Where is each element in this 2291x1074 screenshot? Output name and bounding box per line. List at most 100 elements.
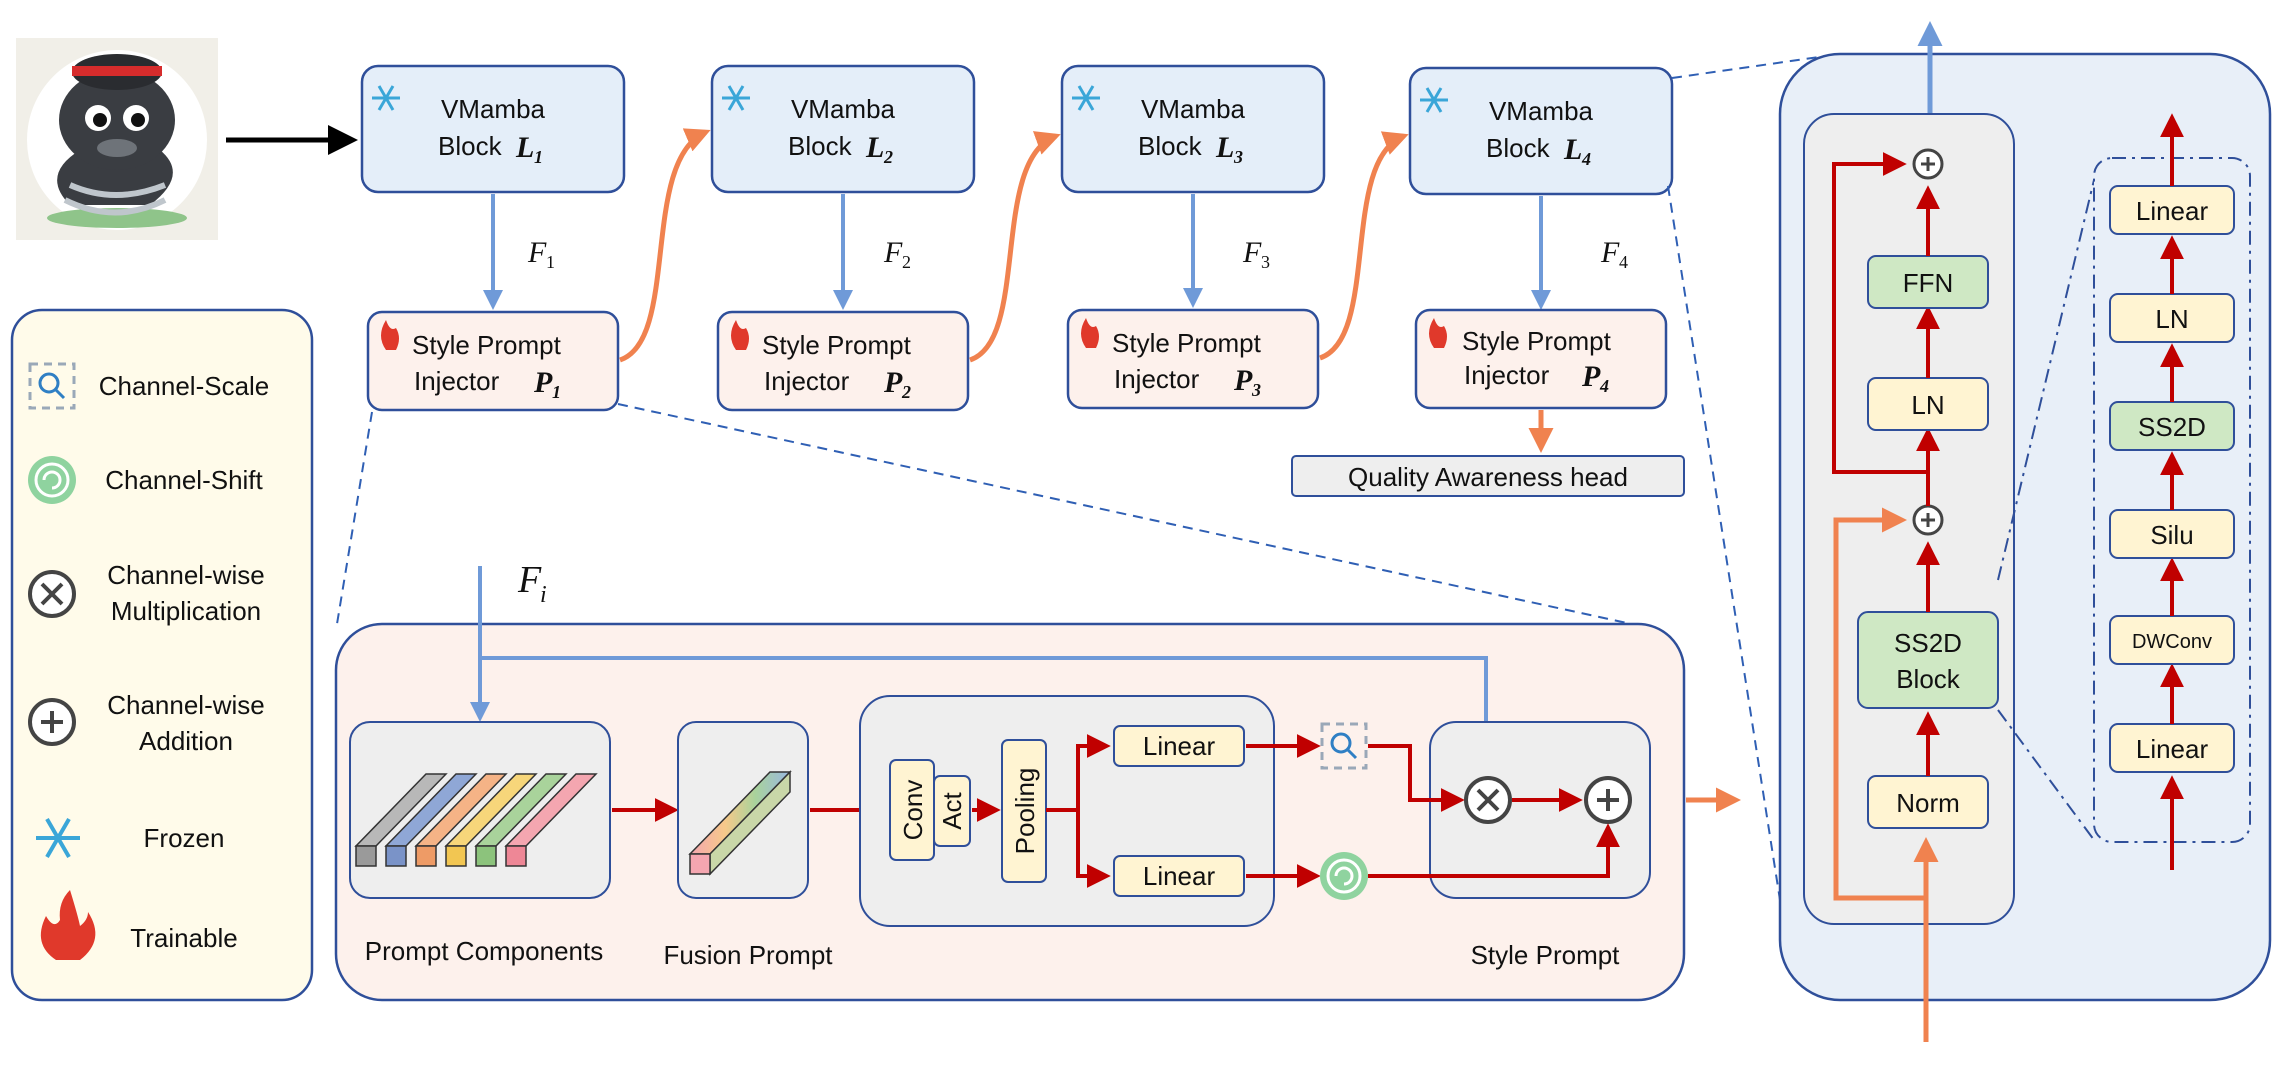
feature-flows: F 1 F 2 F 3 F 4 — [483, 194, 1628, 310]
vmamba-block-4: VMamba Block L 4 — [1408, 66, 1674, 196]
injector-subscript: 2 — [901, 382, 911, 402]
svg-text:LN: LN — [1911, 390, 1944, 420]
magnifier-icon — [1320, 722, 1368, 770]
injector-subscript: 3 — [1251, 380, 1261, 400]
injector-symbol: P — [1233, 364, 1253, 397]
injector-word: Injector — [414, 366, 500, 396]
magnifier-icon — [28, 362, 76, 410]
quality-head-label: Quality Awareness head — [1348, 462, 1628, 492]
svg-text:Linear: Linear — [2136, 734, 2209, 764]
ss2d-block: SS2D Block — [1857, 611, 1999, 709]
fusion-prompt-label: Fusion Prompt — [663, 940, 833, 970]
input-symbol: F — [517, 559, 542, 601]
zoom-guides — [335, 53, 1841, 901]
block-subscript: 1 — [534, 147, 543, 167]
legend-label-trainable: Trainable — [130, 923, 237, 953]
snowflake-icon — [1072, 85, 1100, 111]
injector-title: Style Prompt — [1112, 328, 1262, 358]
legend-label-addition-line2: Addition — [139, 726, 233, 756]
injector-detail-panel: F i Prompt Components Fusion Prompt — [334, 559, 1686, 1002]
injector-symbol: P — [883, 366, 903, 399]
flame-icon — [731, 320, 749, 350]
svg-text:Pooling: Pooling — [1010, 768, 1040, 855]
block-word: Block — [1138, 131, 1203, 161]
block-word: Block — [1486, 133, 1551, 163]
ss2d-layer-ln: LN — [2109, 293, 2235, 343]
snowflake-icon — [372, 85, 400, 111]
quality-awareness-head: Quality Awareness head — [1291, 455, 1685, 497]
legend-label-multiplication-line1: Channel-wise — [107, 560, 265, 590]
svg-text:Silu: Silu — [2150, 520, 2193, 550]
injector-word: Injector — [764, 366, 850, 396]
fusion-prompt-bar — [688, 770, 792, 876]
injector-symbol: P — [1581, 360, 1601, 393]
svg-text:Act: Act — [937, 791, 967, 829]
flame-icon — [381, 320, 399, 350]
injector-title: Style Prompt — [762, 330, 912, 360]
block-symbol: L — [865, 131, 884, 164]
flame-icon — [1081, 318, 1099, 348]
feature-symbol: F — [527, 236, 547, 269]
svg-text:Linear: Linear — [1143, 731, 1216, 761]
pooling-layer: Pooling — [1001, 739, 1047, 883]
swirl-icon — [1320, 852, 1368, 900]
flame-icon — [40, 890, 96, 960]
plus-icon — [1912, 148, 1944, 180]
snowflake-icon — [36, 817, 80, 859]
legend-label-channel-shift: Channel-Shift — [105, 465, 263, 495]
prompt-component-bars — [354, 773, 598, 867]
feature-subscript: 1 — [546, 252, 555, 272]
block-subscript: 4 — [1581, 149, 1591, 169]
block-word: Block — [438, 131, 503, 161]
ln-layer: LN — [1867, 377, 1989, 431]
block-title: VMamba — [441, 94, 546, 124]
style-prompt-injector-3: Style Prompt Injector P 3 — [1066, 308, 1320, 410]
snowflake-icon — [1420, 87, 1448, 113]
injector-subscript: 1 — [552, 382, 561, 402]
vmamba-block-2: VMamba Block L 2 — [710, 64, 976, 194]
svg-text:Block: Block — [1896, 664, 1961, 694]
block-title: VMamba — [1489, 96, 1594, 126]
injector-title: Style Prompt — [1462, 326, 1612, 356]
style-prompt-injector-2: Style Prompt Injector P 2 — [716, 310, 970, 412]
snake-mascot-image — [16, 38, 218, 240]
feature-subscript: 4 — [1619, 252, 1628, 272]
legend-panel: Channel-Scale Channel-Shift Channel-wise… — [10, 308, 314, 1002]
legend-label-multiplication-line2: Multiplication — [111, 596, 261, 626]
feature-symbol: F — [1242, 236, 1262, 269]
plus-icon — [28, 698, 76, 746]
injector-word: Injector — [1114, 364, 1200, 394]
vmamba-block-3: VMamba Block L 3 — [1060, 64, 1326, 194]
snowflake-icon — [722, 85, 750, 111]
block-symbol: L — [515, 131, 534, 164]
legend-label-addition-line1: Channel-wise — [107, 690, 265, 720]
block-word: Block — [788, 131, 853, 161]
feature-symbol: F — [1600, 236, 1620, 269]
block-symbol: L — [1215, 131, 1234, 164]
multiply-icon — [1464, 776, 1512, 824]
legend-label-channel-scale: Channel-Scale — [99, 371, 270, 401]
svg-text:SS2D: SS2D — [2138, 412, 2206, 442]
feature-subscript: 3 — [1261, 252, 1270, 272]
injector-title: Style Prompt — [412, 330, 562, 360]
input-subscript: i — [540, 582, 547, 608]
block-subscript: 3 — [1233, 147, 1243, 167]
ss2d-layer-silu: Silu — [2109, 509, 2235, 559]
vmamba-block-1: VMamba Block L 1 — [360, 64, 626, 194]
flame-icon — [1429, 318, 1447, 348]
feature-symbol: F — [883, 236, 903, 269]
svg-text:DWConv: DWConv — [2132, 631, 2212, 653]
svg-text:Norm: Norm — [1896, 788, 1960, 818]
swirl-icon — [28, 456, 76, 504]
ss2d-layer-ss2d: SS2D — [2109, 401, 2235, 451]
block-subscript: 2 — [883, 147, 893, 167]
injector-subscript: 4 — [1599, 376, 1609, 396]
linear-layer-bottom: Linear — [1113, 855, 1245, 897]
legend-label-frozen: Frozen — [144, 823, 225, 853]
style-prompt-label: Style Prompt — [1471, 940, 1621, 970]
prompt-components-label: Prompt Components — [365, 936, 603, 966]
conv-layer: Conv — [889, 759, 935, 861]
svg-text:LN: LN — [2155, 304, 2188, 334]
